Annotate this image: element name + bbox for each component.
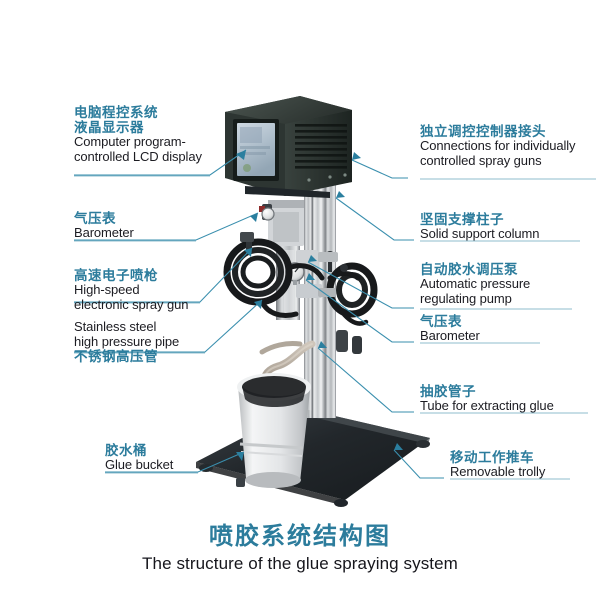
label-connections-en2: controlled spray guns <box>420 152 542 168</box>
pressure-gauge-2 <box>261 207 275 221</box>
label-barometer-top: 气压表 Barometer <box>74 211 134 241</box>
label-pressure-pump-cn: 自动胶水调压泵 <box>420 262 518 277</box>
label-computer-lcd-en: Computer program- <box>74 134 186 150</box>
label-glue-bucket-cn: 胶水桶 <box>105 443 147 458</box>
label-spray-gun-cn: 高速电子喷枪 <box>74 268 158 283</box>
machine-illustration <box>196 96 430 507</box>
label-support-column: 坚固支撑柱子 Solid support column <box>420 212 540 242</box>
title-block: 喷胶系统结构图 The structure of the glue sprayi… <box>0 523 600 574</box>
label-connections-en: Connections for individually <box>420 138 576 154</box>
label-trolly: 移动工作推车 Removable trolly <box>450 450 545 480</box>
label-pressure-pump-en: Automatic pressure <box>420 276 531 292</box>
label-barometer-right-cn: 气压表 <box>420 314 462 329</box>
label-barometer-top-cn: 气压表 <box>74 211 116 226</box>
label-spray-gun: 高速电子喷枪 High-speed electronic spray gun <box>74 268 188 312</box>
label-barometer-right-en: Barometer <box>420 328 480 344</box>
base-plate <box>196 408 430 506</box>
label-extract-tube-en: Tube for extracting glue <box>420 398 554 414</box>
page-title-en: The structure of the glue spraying syste… <box>142 554 458 574</box>
label-extract-tube: 抽胶管子 Tube for extracting glue <box>420 384 554 414</box>
label-pressure-pump-en2: regulating pump <box>420 290 512 306</box>
lcd-screen <box>233 119 279 181</box>
label-pressure-pipe-cn: 不锈钢高压管 <box>74 349 158 365</box>
label-support-column-cn: 坚固支撑柱子 <box>420 212 504 227</box>
label-pressure-pump: 自动胶水调压泵 Automatic pressure regulating pu… <box>420 262 530 306</box>
label-barometer-right: 气压表 Barometer <box>420 314 480 344</box>
label-spray-gun-en: High-speed <box>74 282 140 298</box>
label-computer-lcd-cn: 电脑程控系统 <box>74 105 158 120</box>
label-extract-tube-cn: 抽胶管子 <box>420 384 476 399</box>
label-pressure-pipe: Stainless steel high pressure pipe 不锈钢高压… <box>74 319 180 365</box>
label-spray-gun-en2: electronic spray gun <box>74 296 189 312</box>
label-glue-bucket-en: Glue bucket <box>105 457 174 473</box>
label-computer-lcd-en2: controlled LCD display <box>74 148 202 164</box>
label-connections: 独立调控控制器接头 Connections for individually c… <box>420 124 576 168</box>
label-glue-bucket: 胶水桶 Glue bucket <box>105 443 173 473</box>
control-box <box>225 96 352 198</box>
label-trolly-cn: 移动工作推车 <box>450 450 534 465</box>
vent-slots <box>295 124 347 169</box>
label-pressure-pipe-en: Stainless steel <box>74 319 157 334</box>
label-computer-lcd: 电脑程控系统 液晶显示器 Computer program- controlle… <box>74 105 202 164</box>
label-computer-lcd-cn2: 液晶显示器 <box>74 120 144 136</box>
label-support-column-en: Solid support column <box>420 226 540 242</box>
label-pressure-pipe-en2: high pressure pipe <box>74 333 180 349</box>
label-trolly-en: Removable trolly <box>450 464 546 480</box>
page-title-cn: 喷胶系统结构图 <box>209 523 391 550</box>
label-barometer-top-en: Barometer <box>74 225 134 241</box>
label-connections-cn: 独立调控控制器接头 <box>420 124 546 139</box>
glue-bucket <box>237 373 311 488</box>
